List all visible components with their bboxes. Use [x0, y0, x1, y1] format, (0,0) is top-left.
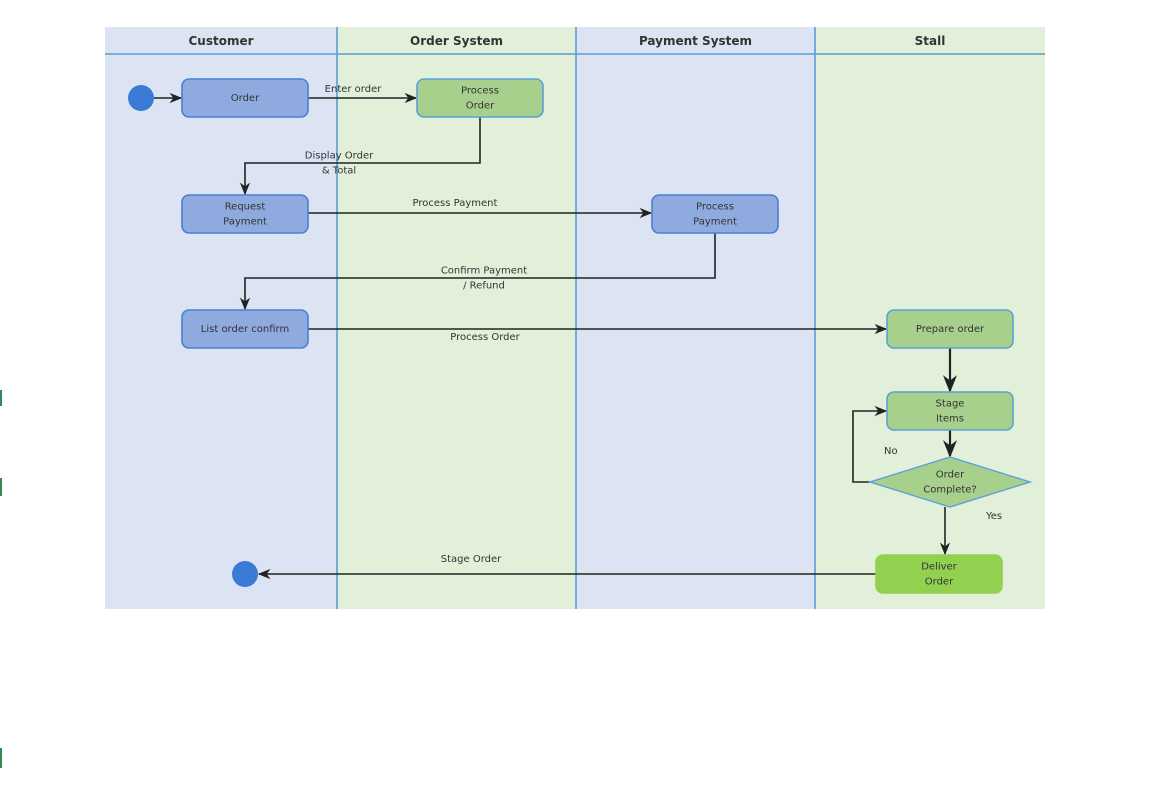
edge-enter-order[interactable]: Enter order [308, 84, 418, 104]
node-label: Request [225, 202, 266, 213]
node-label: Payment [693, 217, 737, 228]
node-prepare-order[interactable]: Prepare order [886, 309, 1014, 349]
edge-confirm-payment[interactable]: Confirm Payment / Refund [239, 233, 716, 311]
edge-label: No [884, 446, 898, 457]
page-edge-mark [0, 478, 2, 496]
node-order[interactable]: Order [181, 78, 309, 118]
edge-label: Confirm Payment [441, 266, 527, 277]
edge-label: Stage Order [441, 554, 502, 565]
node-list-order-confirm[interactable]: List order confirm [181, 309, 309, 349]
lane-order_system: Order System [337, 27, 576, 609]
node-label: Process [696, 202, 734, 213]
node-label: Payment [223, 217, 267, 228]
node-label: Stage [936, 399, 965, 410]
start-node[interactable] [128, 85, 154, 111]
edge-label: Process Order [450, 332, 520, 343]
node-label: Deliver [921, 562, 957, 573]
lane-title: Stall [915, 34, 946, 48]
node-label: Order [925, 577, 954, 588]
lane-title: Order System [410, 34, 503, 48]
edge-stage-to-decision[interactable]: No [884, 430, 958, 458]
end-node[interactable] [232, 561, 258, 587]
edge-label: / Refund [463, 281, 505, 292]
page-edge-mark [0, 748, 2, 768]
edge-yes[interactable]: Yes [939, 507, 1002, 556]
node-label: Prepare order [916, 324, 985, 335]
lane-payment_system: Payment System [576, 27, 815, 609]
edge-label: Process Payment [413, 198, 498, 209]
lane-title: Payment System [639, 34, 752, 48]
node-label: Order [466, 101, 495, 112]
edge-display-order[interactable]: Display Order & Total [239, 117, 481, 196]
edge-label: Enter order [325, 84, 383, 95]
edge-label: Display Order [305, 151, 374, 162]
node-label: Process [461, 86, 499, 97]
edge-stage-order[interactable]: Stage Order [257, 554, 876, 580]
edge-label: & Total [322, 166, 356, 177]
node-label: Order [231, 93, 260, 104]
lane-title: Customer [188, 34, 253, 48]
edge-process-payment[interactable]: Process Payment [308, 198, 653, 219]
edge-loop-back[interactable] [852, 405, 888, 483]
node-label: Complete? [923, 485, 977, 496]
edge-label: Yes [985, 511, 1002, 522]
edge-process-order[interactable]: Process Order [308, 323, 888, 343]
node-label: List order confirm [201, 324, 289, 335]
lane-borders [105, 27, 1045, 609]
node-label: Items [936, 414, 964, 425]
page-edge-mark [0, 390, 2, 406]
node-label: Order [936, 470, 965, 481]
